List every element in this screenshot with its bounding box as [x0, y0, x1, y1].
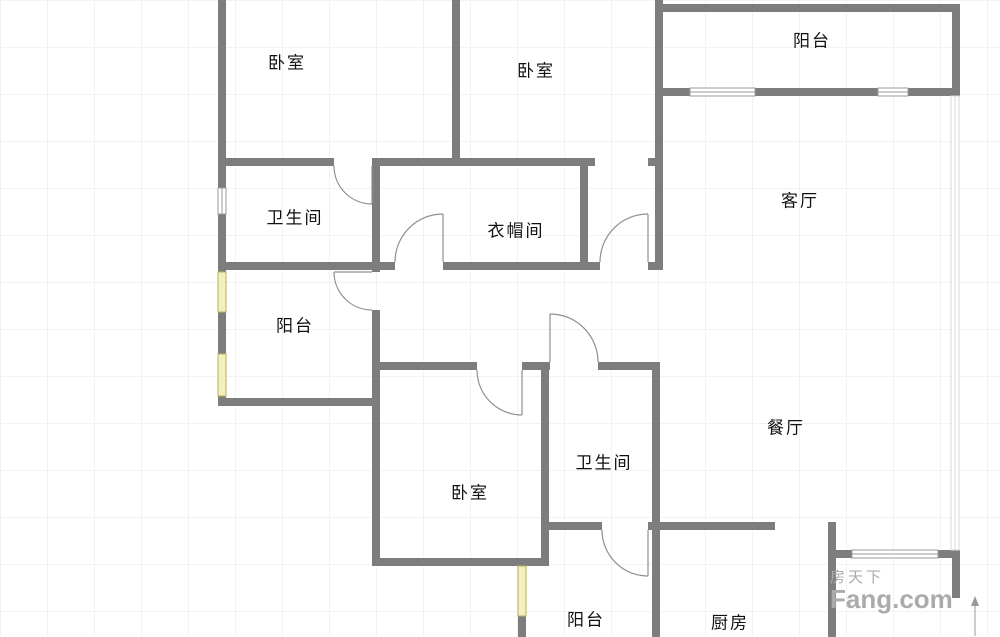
wall [218, 312, 226, 354]
door-arc [394, 213, 444, 263]
door-arcs [333, 165, 649, 577]
wall [541, 362, 549, 566]
wall [218, 158, 334, 166]
room-label-balcony-top-right: 阳台 [793, 31, 831, 51]
room-label-living-room: 客厅 [781, 191, 819, 211]
wall [952, 550, 960, 598]
door-arc [601, 529, 649, 577]
wall [655, 88, 690, 96]
wall [648, 262, 663, 270]
wall [372, 558, 549, 566]
room-label-kitchen: 厨房 [711, 613, 749, 633]
wall [518, 616, 526, 637]
door-arc [476, 369, 523, 416]
wall [541, 522, 602, 530]
wall [218, 262, 395, 270]
room-label-balcony-bottom: 阳台 [567, 610, 605, 630]
wall [952, 4, 960, 96]
yellow-window [217, 271, 227, 313]
room-label-balcony-left: 阳台 [276, 316, 314, 336]
watermark-brand: Fang.com [830, 583, 953, 614]
watermark-chinese: 房天下 [830, 569, 885, 586]
room-label-bathroom-lower: 卫生间 [575, 453, 633, 473]
wall [372, 362, 477, 370]
room-label-bedroom-top-left: 卧室 [268, 53, 306, 73]
yellow-window [217, 353, 227, 397]
wall [522, 362, 550, 370]
wall [660, 522, 775, 530]
wall [908, 88, 960, 96]
yellow-window [517, 565, 527, 617]
walls [218, 0, 960, 637]
wall [218, 0, 226, 162]
wall [755, 88, 878, 96]
wall [655, 4, 960, 12]
wall [218, 398, 380, 406]
room-label-bathroom-upper: 卫生间 [266, 208, 324, 228]
door-arc [549, 313, 599, 363]
wall [452, 0, 460, 162]
wall [652, 362, 660, 637]
wall [938, 550, 960, 558]
room-label-bedroom-bottom: 卧室 [451, 483, 489, 503]
door-arc [333, 271, 373, 311]
wall [372, 310, 380, 566]
wall [828, 522, 836, 637]
wall [218, 214, 226, 272]
north-arrow-icon [971, 596, 979, 636]
wall [372, 158, 595, 166]
wall [218, 162, 226, 188]
room-label-dining-room: 餐厅 [767, 418, 805, 438]
room-label-cloakroom: 衣帽间 [487, 221, 545, 241]
wall [828, 550, 852, 558]
windows [217, 87, 960, 617]
room-label-bedroom-top-middle: 卧室 [517, 61, 555, 81]
door-arc [599, 213, 649, 263]
wall [648, 522, 660, 530]
wall [598, 362, 660, 370]
door-arc [333, 165, 373, 205]
wall [443, 262, 600, 270]
wall [372, 158, 380, 272]
wall [648, 158, 663, 166]
wall [655, 0, 663, 270]
wall [580, 158, 588, 270]
watermark: 房天下 Fang.com [830, 570, 960, 613]
